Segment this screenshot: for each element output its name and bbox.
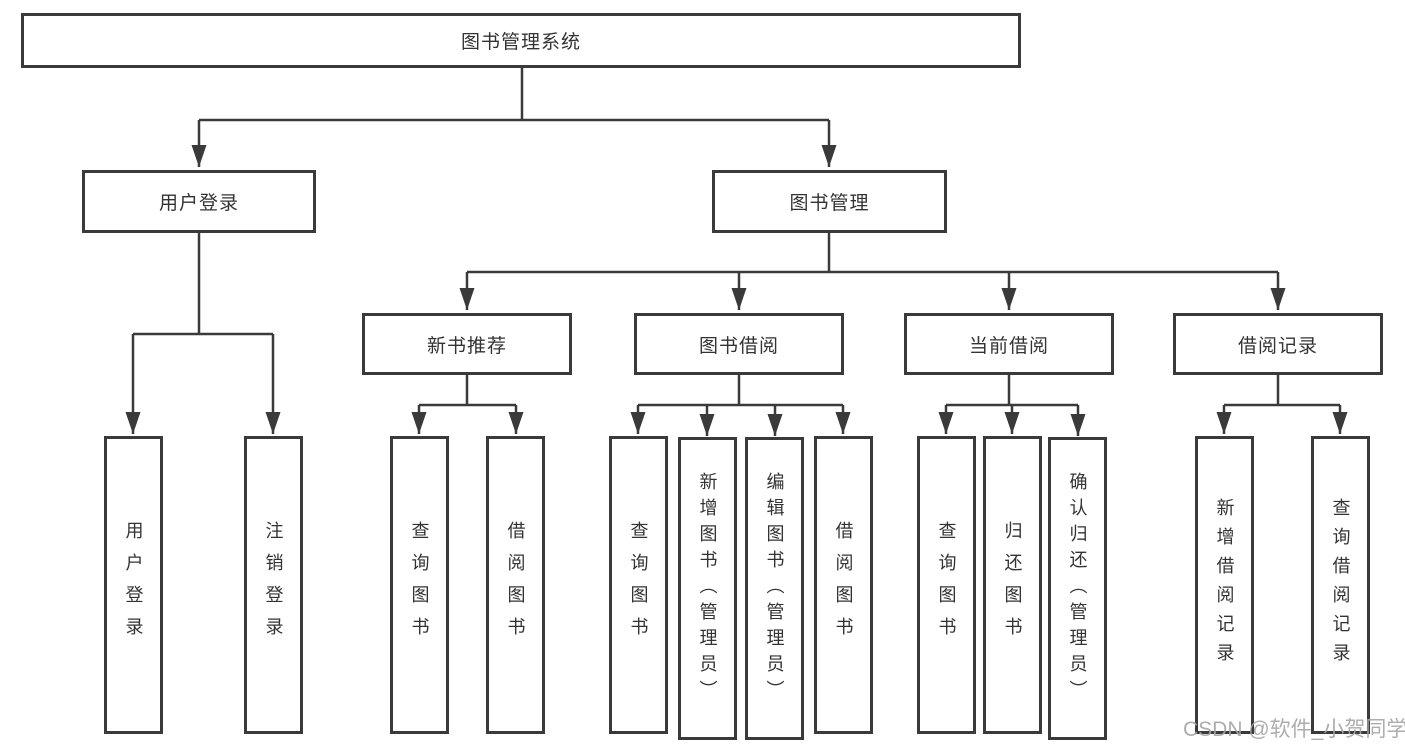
leaf-return-books: 归还图书	[983, 436, 1042, 734]
node-label: 查询图书	[936, 521, 957, 649]
node-label: 新书推荐	[426, 335, 507, 357]
leaf-user-login: 用户登录	[104, 436, 163, 734]
leaf-add-books-admin: 新增图书（管理员）	[678, 437, 737, 740]
leaf-borrow-books: 借阅图书	[814, 436, 873, 734]
node-label: 图书管理系统	[460, 32, 581, 53]
node-label: 注销登录	[263, 521, 284, 649]
node-label: 查询图书	[628, 521, 649, 649]
csdn-watermark: CSDN @软件_小贺同学	[1183, 718, 1405, 741]
node-label: 图书借阅	[698, 335, 779, 357]
node-book-borrowing: 图书借阅	[634, 313, 844, 375]
leaf-edit-books-admin: 编辑图书（管理员）	[745, 437, 804, 740]
leaf-query-books-borrow: 查询图书	[609, 436, 668, 734]
node-label: 新增图书（管理员）	[697, 471, 718, 706]
node-label: 编辑图书（管理员）	[764, 471, 785, 706]
leaf-add-borrow-record: 新增借阅记录	[1195, 436, 1254, 734]
node-label: 新增借阅记录	[1214, 498, 1235, 672]
leaf-query-books-recommend: 查询图书	[390, 436, 449, 734]
node-current-borrowing: 当前借阅	[904, 313, 1114, 375]
node-label: 查询借阅记录	[1330, 498, 1351, 672]
leaf-borrow-books-recommend: 借阅图书	[486, 436, 545, 734]
node-label: 查询图书	[409, 521, 430, 649]
node-library-management-system: 图书管理系统	[21, 13, 1021, 68]
node-label: 图书管理	[789, 193, 870, 214]
node-label: 借阅图书	[833, 521, 854, 649]
node-label: 归还图书	[1002, 521, 1023, 649]
node-book-management: 图书管理	[712, 170, 947, 233]
node-borrowing-records: 借阅记录	[1173, 313, 1383, 375]
node-label: 借阅图书	[505, 521, 526, 649]
leaf-logout: 注销登录	[244, 436, 303, 734]
leaf-query-books-current: 查询图书	[917, 436, 976, 734]
node-label: 确认归还（管理员）	[1067, 471, 1088, 706]
node-label: 当前借阅	[968, 335, 1049, 357]
node-user-login: 用户登录	[82, 170, 316, 233]
node-label: 借阅记录	[1237, 335, 1318, 357]
node-label: 用户登录	[158, 193, 239, 214]
node-new-book-recommendation: 新书推荐	[362, 313, 572, 375]
leaf-confirm-return-admin: 确认归还（管理员）	[1048, 437, 1107, 740]
node-label: 用户登录	[123, 521, 144, 649]
leaf-query-borrow-record: 查询借阅记录	[1311, 436, 1370, 734]
